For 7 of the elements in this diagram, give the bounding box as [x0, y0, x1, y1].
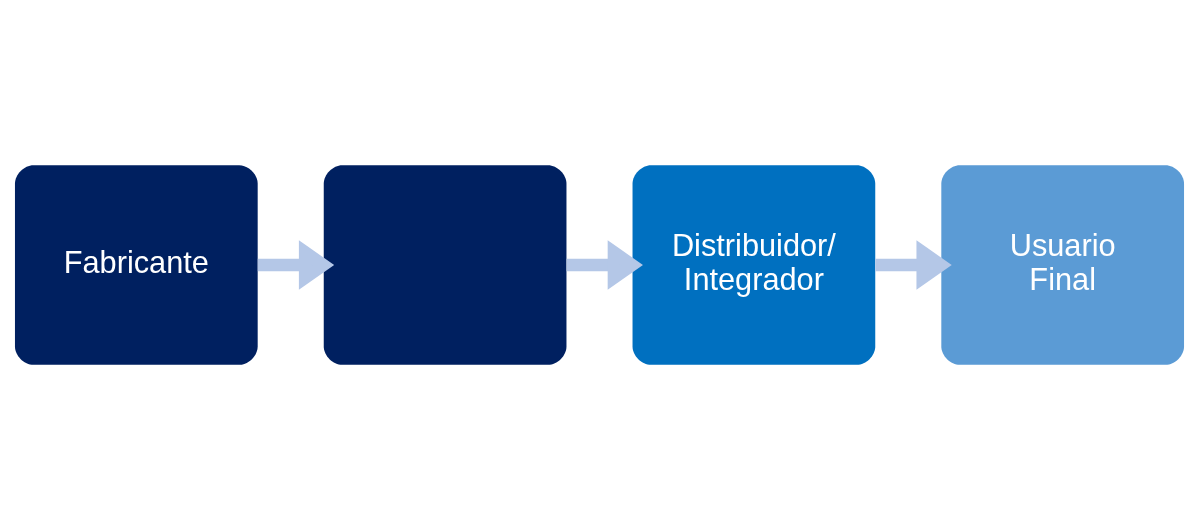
- node-box: Fabricante: [14, 164, 258, 365]
- arrow: [566, 239, 643, 290]
- node-box: [323, 164, 567, 365]
- node-box: Usuario Final: [941, 164, 1185, 365]
- arrow: [257, 239, 335, 290]
- node-box: Distribuidor/ Integrador: [632, 164, 876, 365]
- arrow: [875, 239, 952, 290]
